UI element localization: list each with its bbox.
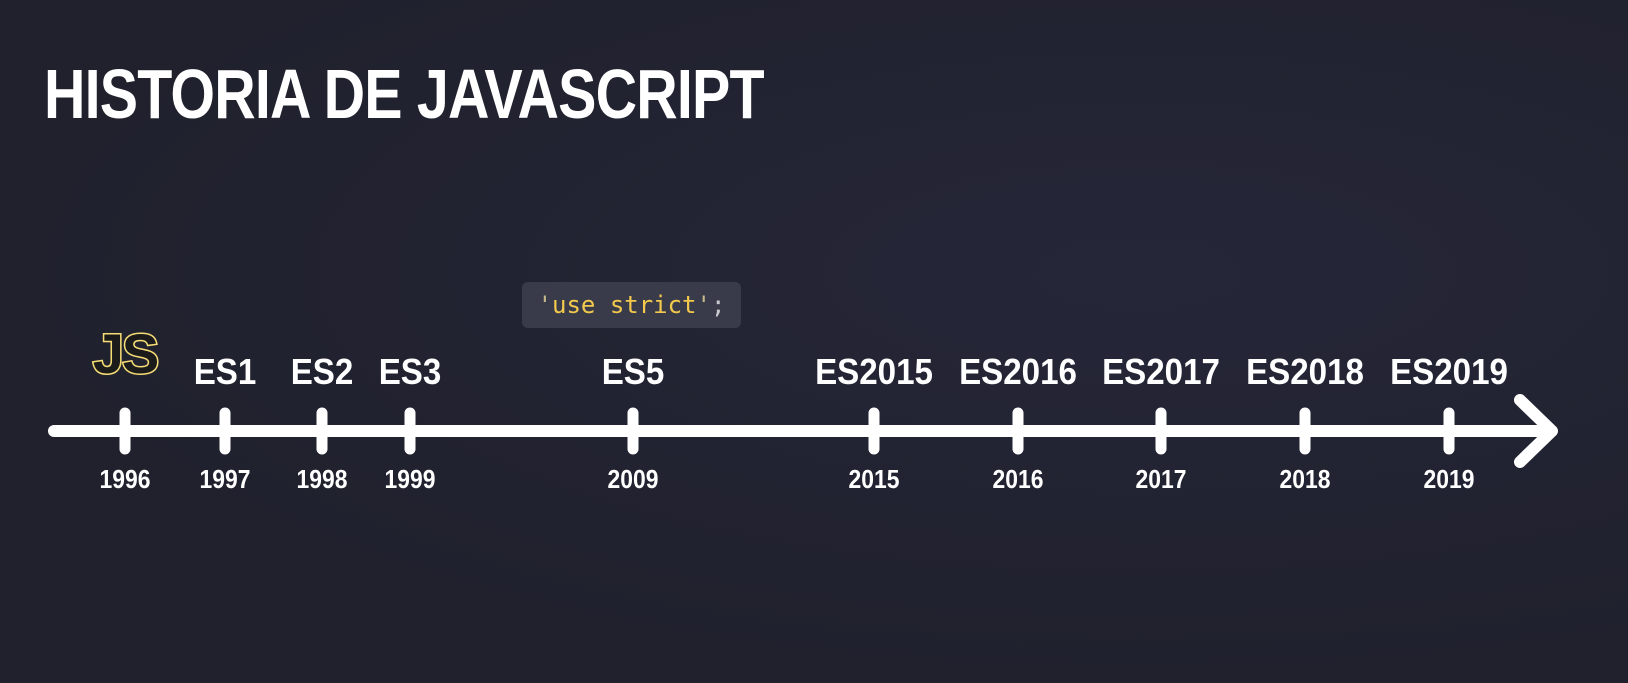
js-logo: JS — [91, 322, 160, 385]
code-semicolon: ; — [710, 291, 726, 319]
year-label-1996: 1996 — [99, 464, 151, 494]
year-label-2009: 2009 — [607, 464, 659, 494]
year-label-1998: 1998 — [296, 464, 348, 494]
year-label-2016: 2016 — [992, 464, 1044, 494]
year-label-2015: 2015 — [848, 464, 900, 494]
year-label-2019: 2019 — [1423, 464, 1475, 494]
year-label-1997: 1997 — [199, 464, 251, 494]
version-label-es5: ES5 — [601, 351, 665, 392]
year-label-2018: 2018 — [1279, 464, 1331, 494]
version-label-es2019: ES2019 — [1390, 351, 1508, 392]
version-label-es2018: ES2018 — [1246, 351, 1364, 392]
code-close-quote: ' — [696, 291, 711, 319]
year-label-1999: 1999 — [384, 464, 436, 494]
code-open-quote: ' — [537, 291, 553, 319]
year-label-2017: 2017 — [1135, 464, 1187, 494]
slide-title: HISTORIA DE JAVASCRIPT — [44, 55, 765, 133]
code-use-strict: use strict — [552, 291, 697, 319]
version-label-es1: ES1 — [193, 351, 257, 392]
timeline-arrow-head-icon — [1514, 394, 1558, 468]
version-label-es2: ES2 — [290, 351, 354, 392]
timeline-ticks — [119, 407, 1455, 455]
use-strict-annotation: 'use strict'; — [522, 282, 741, 328]
version-label-es2017: ES2017 — [1102, 351, 1220, 392]
version-label-es2016: ES2016 — [959, 351, 1077, 392]
version-label-es3: ES3 — [378, 351, 442, 392]
version-label-es2015: ES2015 — [815, 351, 933, 392]
